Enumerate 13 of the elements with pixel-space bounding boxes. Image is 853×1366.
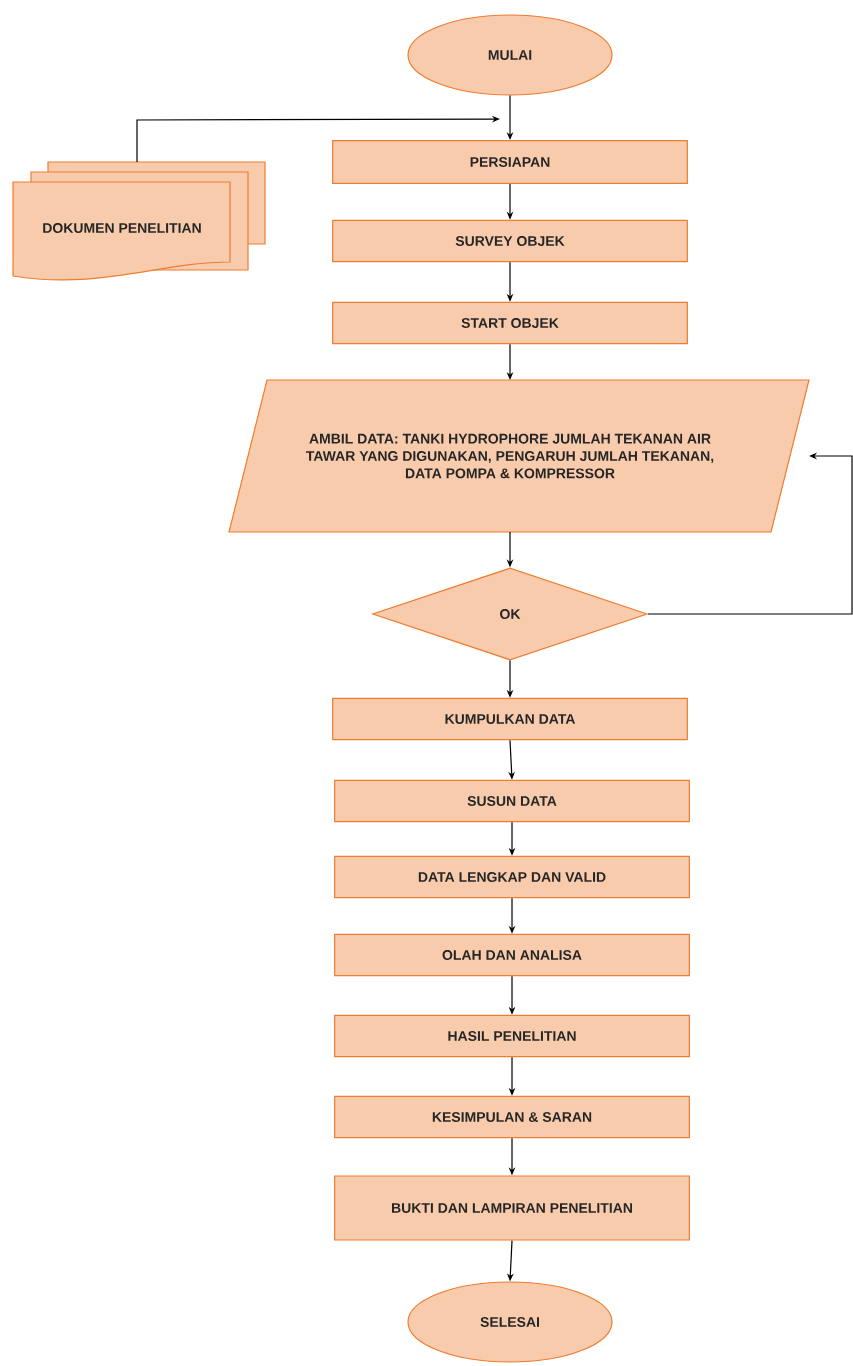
input-parallelogram: AMBIL DATA: TANKI HYDROPHORE JUMLAH TEKANAN AIR TAWAR YANG DIGUNAKAN, PENGARUH JUMLAH TEKANAN, DATA POMPA & KOMPRESSOR bbox=[228, 379, 810, 533]
process-box: OLAH DAN ANALISA bbox=[334, 933, 690, 977]
process-box: START OBJEK bbox=[332, 301, 688, 345]
process-box: DATA LENGKAP DAN VALID bbox=[334, 855, 690, 899]
process-box: SURVEY OBJEK bbox=[332, 219, 688, 263]
process-box: HASIL PENELITIAN bbox=[334, 1014, 690, 1058]
arrow bbox=[136, 115, 500, 163]
process-box: PERSIAPAN bbox=[332, 140, 688, 184]
process-box: KESIMPULAN & SARAN bbox=[334, 1095, 690, 1139]
document-stack: DOKUMEN PENELITIAN bbox=[12, 161, 266, 281]
process-box: BUKTI DAN LAMPIRAN PENELITIAN bbox=[334, 1175, 690, 1241]
process-box: KUMPULKAN DATA bbox=[332, 697, 688, 741]
process-box: SUSUN DATA bbox=[334, 779, 690, 823]
